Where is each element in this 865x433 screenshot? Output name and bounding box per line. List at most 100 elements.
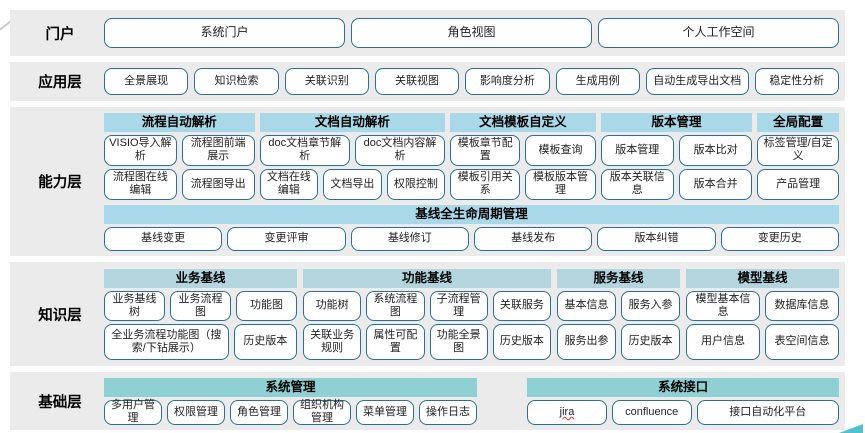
layer-label-application: 应用层 [38,75,82,91]
feature-button[interactable]: 用户信息 [686,323,760,360]
feature-button[interactable]: 变更评审 [227,226,346,251]
knowledge-search-button[interactable]: 知识检索 [194,68,279,95]
button-row: 功能树 系统流程图 子流程管理 关联服务 [303,290,551,321]
impact-analysis-button[interactable]: 影响度分析 [465,68,550,95]
feature-button[interactable]: 权限控制 [386,168,446,200]
group-title: 版本管理 [600,112,753,132]
feature-button[interactable]: 操作日志 [419,399,477,425]
feature-button[interactable]: 全业务流程功能图（搜索/下钻展示） [104,323,229,360]
feature-button[interactable]: doc文档内容解析 [354,134,446,166]
feature-button[interactable]: 产品管理 [757,168,839,200]
feature-button[interactable]: 基线变更 [104,226,223,251]
group-service-baseline: 服务基线 基本信息 服务入参 服务出参 历史版本 [557,268,680,360]
feature-button[interactable]: 功能全景图 [429,323,488,360]
feature-button[interactable]: 角色管理 [230,399,288,425]
feature-button[interactable]: 数据库信息 [765,290,839,321]
feature-button[interactable]: VISIO导入解析 [104,134,177,166]
stability-analysis-button[interactable]: 稳定性分析 [754,68,839,95]
feature-button[interactable]: 文档在线编辑 [259,168,319,200]
button-row: 用户信息 表空间信息 [686,323,839,360]
button-row: doc文档章节解析 doc文档内容解析 [259,134,446,166]
layer-knowledge: 知识层 业务基线 业务基线树 业务流程图 功能图 全业务流程功能图（搜索/下钻展… [10,262,845,366]
feature-button[interactable]: 服务入参 [621,290,680,321]
relation-identify-button[interactable]: 关联识别 [284,68,369,95]
feature-button[interactable]: doc文档章节解析 [259,134,350,166]
button-row: 流程图在线编辑 流程图导出 [104,168,255,200]
button-row: 基本信息 服务入参 [557,290,680,321]
group-model-baseline: 模型基线 模型基本信息 数据库信息 用户信息 表空间信息 [686,268,839,360]
feature-button[interactable]: 功能图 [236,290,297,321]
feature-button[interactable]: 多用户管理 [104,399,162,425]
button-row: 关联业务规则 属性可配置 功能全景图 历史版本 [303,323,551,360]
feature-button[interactable]: 服务出参 [557,323,616,360]
layer-label-capability: 能力层 [38,175,82,191]
button-row: 全业务流程功能图（搜索/下钻展示） 历史版本 [104,323,297,360]
feature-button[interactable]: 业务流程图 [170,290,231,321]
feature-button[interactable]: 历史版本 [621,323,680,360]
layer-capability: 能力层 流程自动解析 VISIO导入解析 流程图前端展示 流程图在线编辑 流程图… [10,107,845,256]
group-process-auto-parsing: 流程自动解析 VISIO导入解析 流程图前端展示 流程图在线编辑 流程图导出 [104,112,255,200]
feature-button[interactable]: 模板查询 [525,134,596,166]
layer-label-knowledge: 知识层 [38,307,82,324]
group-title: 文档自动解析 [259,112,446,132]
panorama-display-button[interactable]: 全景展现 [104,68,189,95]
feature-button[interactable]: 流程图前端展示 [181,134,255,166]
confluence-button[interactable]: confluence [611,399,692,425]
group-title: 模型基线 [686,268,839,288]
portal-buttons: 系统门户 角色视图 个人工作空间 [104,14,839,52]
layer-foundation: 基础层 系统管理 多用户管理 权限管理 角色管理 组织机构管理 菜单管理 操作日… [10,372,845,430]
feature-button[interactable]: 模型基本信息 [686,290,760,321]
feature-button[interactable]: 基线发布 [473,226,593,251]
group-title: 功能基线 [303,268,551,288]
feature-button[interactable]: 文档导出 [323,168,382,200]
feature-button[interactable]: 表空间信息 [765,323,839,360]
system-portal-button[interactable]: 系统门户 [104,18,345,48]
left-arrow-icon [839,424,863,433]
group-title: 文档模板自定义 [450,112,596,132]
button-row: 模型基本信息 数据库信息 [686,290,839,321]
relation-view-button[interactable]: 关联视图 [374,68,460,95]
feature-button[interactable]: 关联业务规则 [303,323,362,360]
personal-workspace-button[interactable]: 个人工作空间 [598,18,839,48]
feature-button[interactable]: 变更历史 [720,226,839,251]
feature-button[interactable]: 基线修订 [350,226,469,251]
feature-button[interactable]: 基本信息 [557,290,616,321]
feature-button[interactable]: 历史版本 [233,323,297,360]
feature-button[interactable]: 模板引用关系 [450,168,521,200]
button-row: 版本关联信息 版本合并 [600,168,753,200]
feature-button[interactable]: 版本合并 [678,168,753,200]
interface-automation-button[interactable]: 接口自动化平台 [696,399,839,425]
button-row: 模板章节配置 模板查询 [450,134,596,166]
group-title: 业务基线 [104,268,297,288]
feature-button[interactable]: 模板版本管理 [525,168,596,200]
feature-button[interactable]: 版本关联信息 [600,168,674,200]
feature-button[interactable]: 版本比对 [678,134,753,166]
feature-button[interactable]: 标签管理/自定义 [757,134,839,166]
button-row: 模板引用关系 模板版本管理 [450,168,596,200]
feature-button[interactable]: 组织机构管理 [293,399,351,425]
jira-label: jira [559,405,575,418]
feature-button[interactable]: 流程图在线编辑 [104,168,177,200]
feature-button[interactable]: 流程图导出 [181,168,255,200]
layer-label-foundation: 基础层 [38,394,82,411]
feature-button[interactable]: 功能树 [303,290,362,321]
feature-button[interactable]: 模板章节配置 [450,134,521,166]
group-business-baseline: 业务基线 业务基线树 业务流程图 功能图 全业务流程功能图（搜索/下钻展示） 历… [104,268,297,360]
layer-label-portal: 门户 [45,26,75,43]
generate-usecase-button[interactable]: 生成用例 [555,68,640,95]
feature-button[interactable]: 属性可配置 [366,323,425,360]
feature-button[interactable]: 关联服务 [492,290,551,321]
feature-button[interactable]: 版本纠错 [597,226,716,251]
feature-button[interactable]: 系统流程图 [366,290,425,321]
auto-export-doc-button[interactable]: 自动生成导出文档 [645,68,749,95]
feature-button[interactable]: 业务基线树 [104,290,165,321]
feature-button[interactable]: 菜单管理 [356,399,414,425]
feature-button[interactable]: 权限管理 [167,399,225,425]
button-row: 基线变更 变更评审 基线修订 基线发布 版本纠错 变更历史 [104,226,839,251]
feature-button[interactable]: 子流程管理 [429,290,488,321]
feature-button[interactable]: 版本管理 [600,134,674,166]
capability-groups: 流程自动解析 VISIO导入解析 流程图前端展示 流程图在线编辑 流程图导出 文… [104,112,839,200]
role-view-button[interactable]: 角色视图 [351,18,592,48]
feature-button[interactable]: 历史版本 [492,323,551,360]
jira-button[interactable]: jira [527,399,607,425]
